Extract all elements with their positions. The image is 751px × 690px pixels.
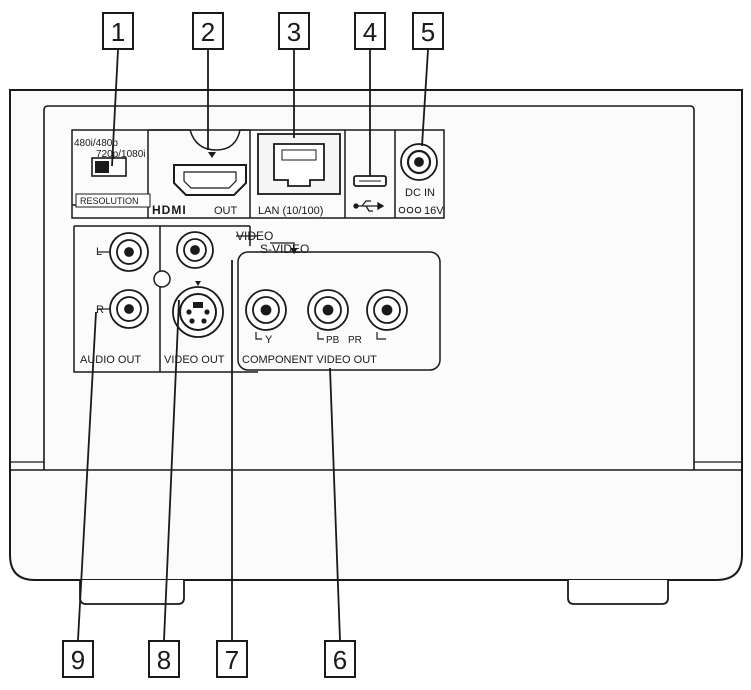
svg-text:1: 1 — [111, 17, 125, 47]
pb-label: PB — [326, 335, 340, 346]
svg-text:4: 4 — [363, 17, 377, 47]
s-video-jack[interactable] — [172, 281, 224, 338]
hdmi-out-label: OUT — [214, 205, 238, 217]
svg-text:7: 7 — [225, 645, 239, 675]
dc-in-label: DC IN — [405, 187, 435, 199]
dc-volt-label: 16V — [424, 205, 444, 217]
lower-connector-frame — [73, 225, 441, 373]
video-out-label: VIDEO OUT — [164, 354, 225, 366]
component-y-jack[interactable] — [245, 289, 287, 331]
res-720-label: 720p/1080i — [96, 149, 146, 160]
audio-out-label: AUDIO OUT — [80, 354, 141, 366]
svg-text:6: 6 — [333, 645, 347, 675]
callout-6: 6 — [324, 640, 356, 678]
resolution-label: RESOLUTION — [80, 196, 139, 206]
usb-port[interactable] — [353, 175, 387, 187]
audio-r-label: R — [96, 304, 104, 316]
leader-lines — [77, 49, 429, 641]
callout-3: 3 — [278, 12, 310, 50]
component-bracket-ticks — [255, 332, 386, 340]
panel-labels: 480i/480p 720p/1080i RESOLUTION HDMI OUT… — [74, 138, 444, 366]
audio-r-jack[interactable] — [98, 289, 149, 329]
res-480-label: 480i/480p — [74, 138, 118, 149]
svg-text:2: 2 — [201, 17, 215, 47]
svg-text:8: 8 — [157, 645, 171, 675]
dc-in-jack[interactable] — [400, 143, 438, 181]
hdmi-logo: HDMI — [152, 203, 187, 217]
svg-text:3: 3 — [287, 17, 301, 47]
callout-7: 7 — [216, 640, 248, 678]
callout-5: 5 — [412, 12, 444, 50]
callout-9: 9 — [62, 640, 94, 678]
video-label: VIDEO — [236, 229, 273, 243]
hdmi-port[interactable] — [173, 152, 247, 196]
callout-2: 2 — [192, 12, 224, 50]
component-video-out-label: COMPONENT VIDEO OUT — [242, 354, 377, 366]
pr-label: PR — [348, 335, 362, 346]
lan-label: LAN (10/100) — [258, 205, 323, 217]
video-pointer-lines — [236, 235, 298, 255]
resolution-switch[interactable] — [91, 157, 127, 177]
svg-text:5: 5 — [421, 17, 435, 47]
device-feet — [79, 580, 669, 605]
video-jack[interactable] — [176, 231, 214, 269]
component-pb-jack[interactable] — [307, 289, 349, 331]
audio-l-jack[interactable] — [98, 232, 149, 272]
usb-icon — [353, 200, 385, 212]
y-label: Y — [265, 334, 273, 346]
mounting-hole — [153, 270, 171, 288]
audio-l-label: L — [96, 246, 102, 258]
callout-4: 4 — [354, 12, 386, 50]
component-pr-jack[interactable] — [366, 289, 408, 331]
lan-port[interactable] — [257, 133, 341, 195]
device-body — [9, 89, 743, 581]
s-video-label: S-VIDEO — [260, 242, 309, 256]
dc-polarity-icon — [398, 206, 422, 214]
svg-text:9: 9 — [71, 645, 85, 675]
callout-1: 1 — [102, 12, 134, 50]
callout-8: 8 — [148, 640, 180, 678]
